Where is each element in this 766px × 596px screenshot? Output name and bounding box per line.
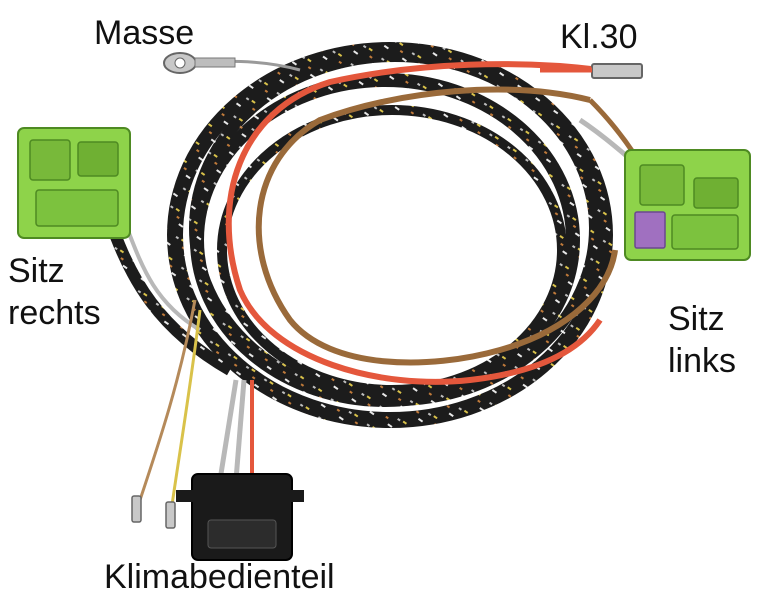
klima-wires (217, 379, 254, 481)
wire-red (225, 61, 603, 385)
label-kl30: Kl.30 (560, 18, 638, 56)
label-sitz-rechts-line2: rechts (8, 294, 101, 332)
sitz-rechts-connector (17, 127, 233, 376)
label-sitz-rechts-line1: Sitz (8, 252, 65, 290)
label-klimabedienteil: Klimabedienteil (104, 558, 335, 596)
braided-cable-loom (167, 42, 613, 428)
masse-ring-terminal (163, 52, 301, 74)
label-masse: Masse (94, 14, 195, 52)
label-sitz-links-line2: links (668, 342, 737, 380)
kl30-flat-terminal (540, 63, 643, 79)
label-sitz-links-line1: Sitz (668, 300, 725, 338)
wire-brown (255, 86, 618, 366)
loose-leads (131, 299, 202, 529)
sitz-links-connector (578, 98, 751, 261)
klimabedienteil-connector (176, 473, 304, 561)
